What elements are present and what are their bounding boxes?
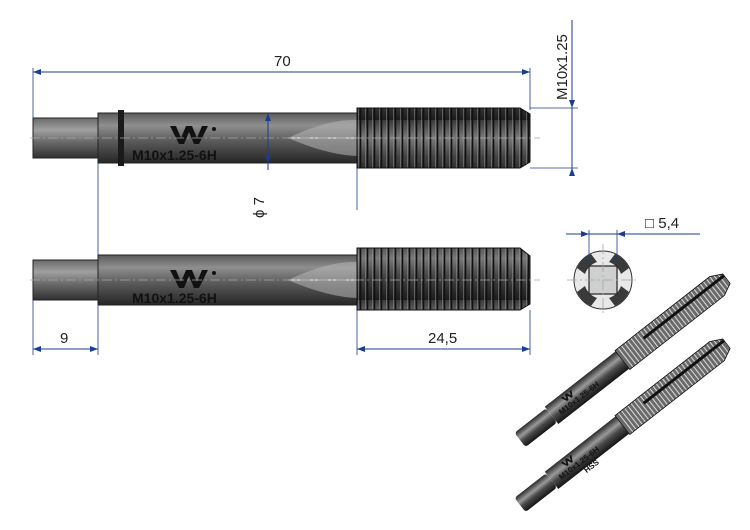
w-logo-icon	[560, 454, 573, 467]
tap-marking-top: M10x1.25-6H	[132, 147, 217, 163]
thread-length-label: 24,5	[428, 330, 457, 347]
thread-section-top	[356, 107, 531, 169]
thread-size-label: M10x1.25	[554, 34, 571, 100]
thread-section-bottom	[356, 247, 531, 311]
dimension-thread-length: 24,5	[357, 330, 530, 352]
w-logo-icon	[170, 270, 216, 288]
dimension-shank-diameter: ϕ 7	[251, 163, 269, 218]
tap-photo-bottom: M10x1.25-6H HSS	[515, 338, 731, 511]
dimension-square-length: 9	[33, 330, 98, 352]
tap-marking-bottom: M10x1.25-6H	[132, 290, 217, 306]
square-length-label: 9	[60, 330, 68, 347]
tap-top: M10x1.25-6H	[30, 68, 540, 255]
w-logo-icon	[170, 126, 216, 144]
dimension-thread-size: M10x1.25	[530, 20, 578, 176]
overall-length-label: 70	[274, 53, 291, 70]
tap-bottom: M10x1.25-6H	[30, 247, 540, 355]
square-size-label: □ 5,4	[645, 215, 679, 232]
shank-diameter-label: ϕ 7	[251, 197, 268, 218]
tap-end-view	[567, 244, 639, 316]
dimension-overall-length: 70	[33, 53, 530, 75]
w-logo-icon	[560, 389, 573, 402]
dimension-square-size: □ 5,4	[566, 215, 700, 262]
